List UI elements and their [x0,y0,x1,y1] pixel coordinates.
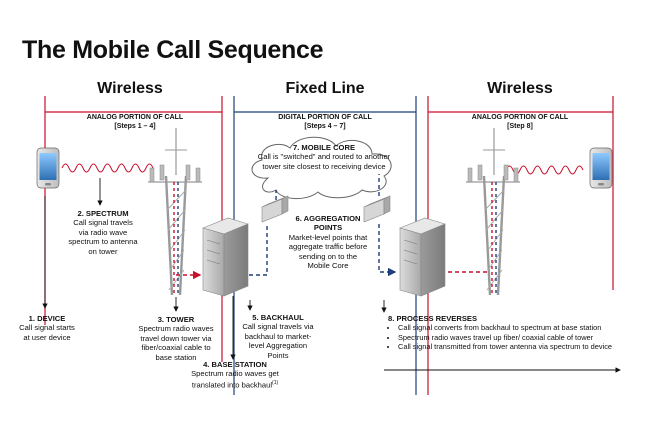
label-tower: 3. TOWER Spectrum radio waves travel dow… [134,315,218,362]
label-spectrum: 2. SPECTRUM Call signal travels via radi… [68,209,138,256]
aggregation-box-right [363,195,391,223]
section-wireless-left: Wireless [97,80,163,97]
label-base-station-heading: 4. BASE STATION [203,360,267,369]
label-base-station-footnote: (1) [272,379,279,386]
list-item: Call signal converts from backhaul to sp… [398,323,633,333]
phone-left [36,147,60,189]
tower-right [466,128,520,296]
radio-wave-right [505,165,584,175]
label-device: 1. DEVICE Call signal starts at user dev… [17,314,77,342]
section-wireless-right: Wireless [487,80,553,97]
label-backhaul-text: Call signal travels via backhaul to mark… [242,322,314,360]
label-mobile-core-text: Call is "switched" and routed to another… [257,152,391,171]
phone-right [589,147,613,189]
label-spectrum-heading: 2. SPECTRUM [77,209,129,218]
label-mobile-core: 7. MOBILE CORE Call is "switched" and ro… [256,143,392,171]
header-analog-left: ANALOG PORTION OF CALL [Steps 1 – 4] [86,114,184,130]
label-aggregation-heading: 6. AGGREGATION POINTS [295,214,361,233]
header-analog-right: ANALOG PORTION OF CALL [Step 8] [471,114,569,130]
header-digital: DIGITAL PORTION OF CALL [Steps 4 – 7] [278,114,372,130]
label-device-text: Call signal starts at user device [19,323,75,342]
label-pointers [42,178,621,373]
label-process-reverses: 8. PROCESS REVERSES Call signal converts… [388,314,633,352]
label-backhaul: 5. BACKHAUL Call signal travels via back… [240,313,316,360]
list-item: Spectrum radio waves travel up fiber/ co… [398,333,633,343]
aggregation-box-left [261,195,289,223]
label-spectrum-text: Call signal travels via radio wave spect… [68,218,138,256]
list-item: Call signal transmitted from tower anten… [398,342,633,352]
label-aggregation-text: Market-level points that aggregate traff… [288,232,368,271]
label-tower-heading: 3. TOWER [157,315,195,324]
label-base-station: 4. BASE STATION Spectrum radio waves get… [190,360,280,390]
label-mobile-core-heading: 7. MOBILE CORE [292,143,356,152]
mobile-core-cloud [251,136,392,199]
base-station-right [399,217,446,297]
tower-left [148,128,202,296]
label-tower-text: Spectrum radio waves travel down tower v… [138,324,214,362]
label-aggregation: 6. AGGREGATION POINTS Market-level point… [288,214,368,270]
label-base-station-text: Spectrum radio waves get translated into… [191,369,279,390]
radio-wave-left [61,163,154,173]
section-fixed-line: Fixed Line [285,80,365,97]
backhaul-path [242,174,397,277]
page-title: The Mobile Call Sequence [22,36,324,64]
label-process-reverses-heading: 8. PROCESS REVERSES [388,314,478,323]
label-backhaul-heading: 5. BACKHAUL [252,313,304,322]
process-reverses-list: Call signal converts from backhaul to sp… [388,323,633,352]
base-station-left [202,217,249,297]
label-device-heading: 1. DEVICE [28,314,66,323]
